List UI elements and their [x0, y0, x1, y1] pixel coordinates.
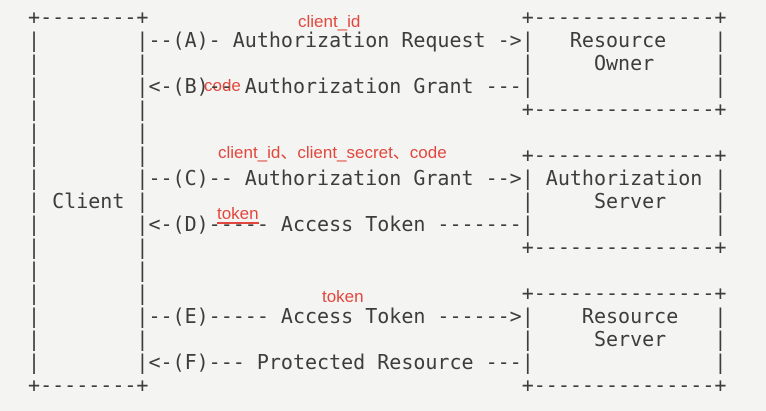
annotation-code: code [204, 76, 241, 95]
annotation-token-access-token: token [217, 204, 259, 224]
annotation-token-resource-server: token [322, 287, 364, 306]
annotation-client-id-secret-code: client_id、client_secret、code [218, 143, 447, 162]
annotation-client-id: client_id [298, 12, 361, 31]
ascii-art-diagram: +--------+ +---------------+ | |--(A)- A… [28, 5, 727, 397]
